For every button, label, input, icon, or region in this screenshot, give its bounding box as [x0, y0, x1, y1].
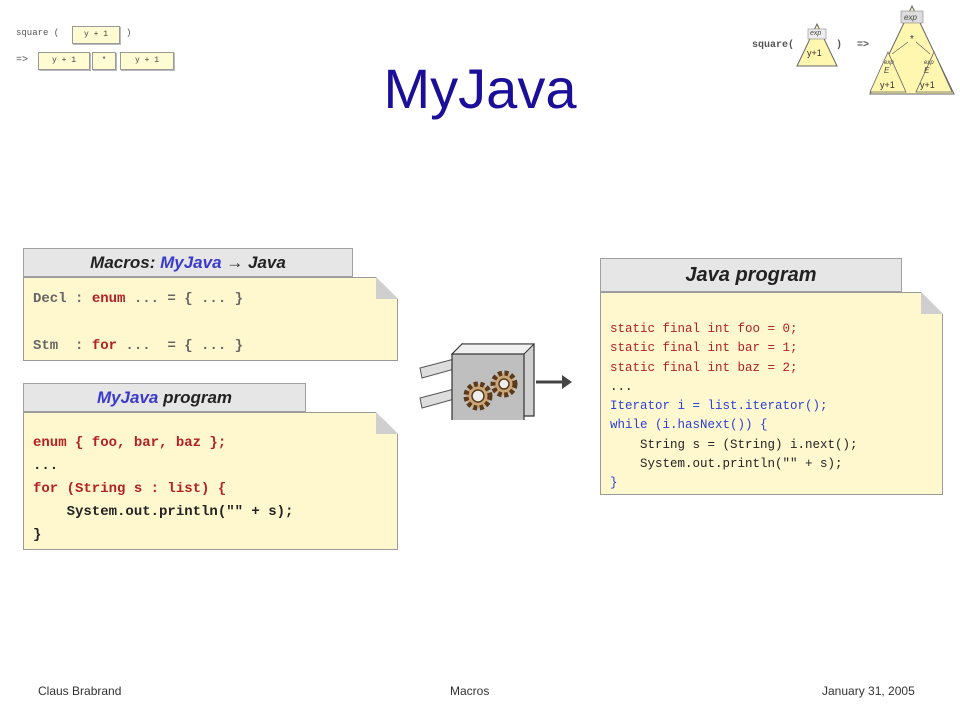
ast-left-label: exp [884, 60, 894, 66]
myjava-line-3: for (String s : list) { [33, 481, 227, 497]
macros-header-myjava: MyJava [160, 253, 222, 272]
myjava-box-header: MyJava program [23, 383, 306, 412]
myjava-header-suffix: program [158, 388, 233, 407]
myjava-line-1: enum { foo, bar, baz }; [33, 435, 227, 451]
ast-left-var: E [884, 66, 890, 75]
ast-arg-tree [796, 22, 838, 67]
footer-date: January 31, 2005 [822, 684, 915, 698]
macros-header-suffix: Java [243, 253, 286, 272]
java-line-3: static final int baz = 2; [610, 360, 798, 375]
macros-header-arrow: → [226, 253, 244, 272]
ast-result-tree [869, 4, 955, 95]
ast-call-prefix: square( [752, 40, 795, 51]
myjava-code: enum { foo, bar, baz }; ... for (String … [33, 432, 293, 547]
myjava-box-fold [376, 412, 398, 434]
macros-box-header: Macros: MyJava → Java [23, 248, 353, 277]
square-call-prefix: square ( [16, 28, 60, 38]
slide-title: MyJava [383, 57, 577, 120]
java-line-8: System.out.println("" + s); [610, 457, 843, 472]
java-line-5: Iterator i = list.iterator(); [610, 399, 828, 414]
ast-right-leaf: y+1 [920, 80, 935, 90]
myjava-line-4: System.out.println("" + s); [33, 504, 294, 520]
result-token-2: * [92, 52, 116, 70]
java-line-9: } [610, 476, 618, 491]
ast-call-suffix: ) [836, 40, 843, 51]
arg-token: y + 1 [72, 26, 120, 44]
myjava-line-2: ... [33, 458, 59, 474]
footer-topic: Macros [450, 684, 490, 698]
ast-left-leaf: y+1 [880, 80, 895, 90]
macros-line-1: Decl : enum ... = { ... } [33, 291, 244, 307]
java-box-fold [921, 292, 943, 314]
myjava-header-myjava: MyJava [96, 388, 159, 407]
java-code: static final int foo = 0; static final i… [610, 320, 858, 494]
java-line-1: static final int foo = 0; [610, 322, 798, 336]
ast-root-label: exp [904, 13, 917, 22]
ast-op: * [910, 34, 914, 45]
ast-arg-leaf: y+1 [807, 48, 822, 58]
ast-right-var: E [924, 66, 930, 75]
ast-arg-label: exp [810, 30, 822, 37]
java-line-4: ... [610, 379, 633, 394]
macros-header-prefix: Macros: [90, 253, 161, 272]
result-token-1: y + 1 [38, 52, 90, 70]
macros-box-fold [376, 277, 398, 299]
result-arrow: => [16, 55, 29, 66]
macro-processor-gears-icon [419, 342, 572, 420]
java-line-6: while (i.hasNext()) { [610, 418, 768, 433]
myjava-line-5: } [33, 527, 42, 543]
java-box-header: Java program [600, 258, 902, 292]
ast-right-label: exp [924, 60, 934, 66]
macros-line-2: Stm : for ... = { ... } [33, 338, 244, 354]
result-token-3: y + 1 [120, 52, 174, 70]
myjava-box-body [23, 412, 398, 550]
footer-author: Claus Brabrand [38, 684, 122, 698]
java-box-body [600, 292, 943, 495]
java-line-7: String s = (String) i.next(); [610, 437, 858, 452]
ast-arrow: => [857, 40, 870, 51]
square-call-suffix: ) [126, 28, 132, 38]
java-line-2: static final int bar = 1; [610, 341, 798, 356]
macros-box-body [23, 277, 398, 361]
